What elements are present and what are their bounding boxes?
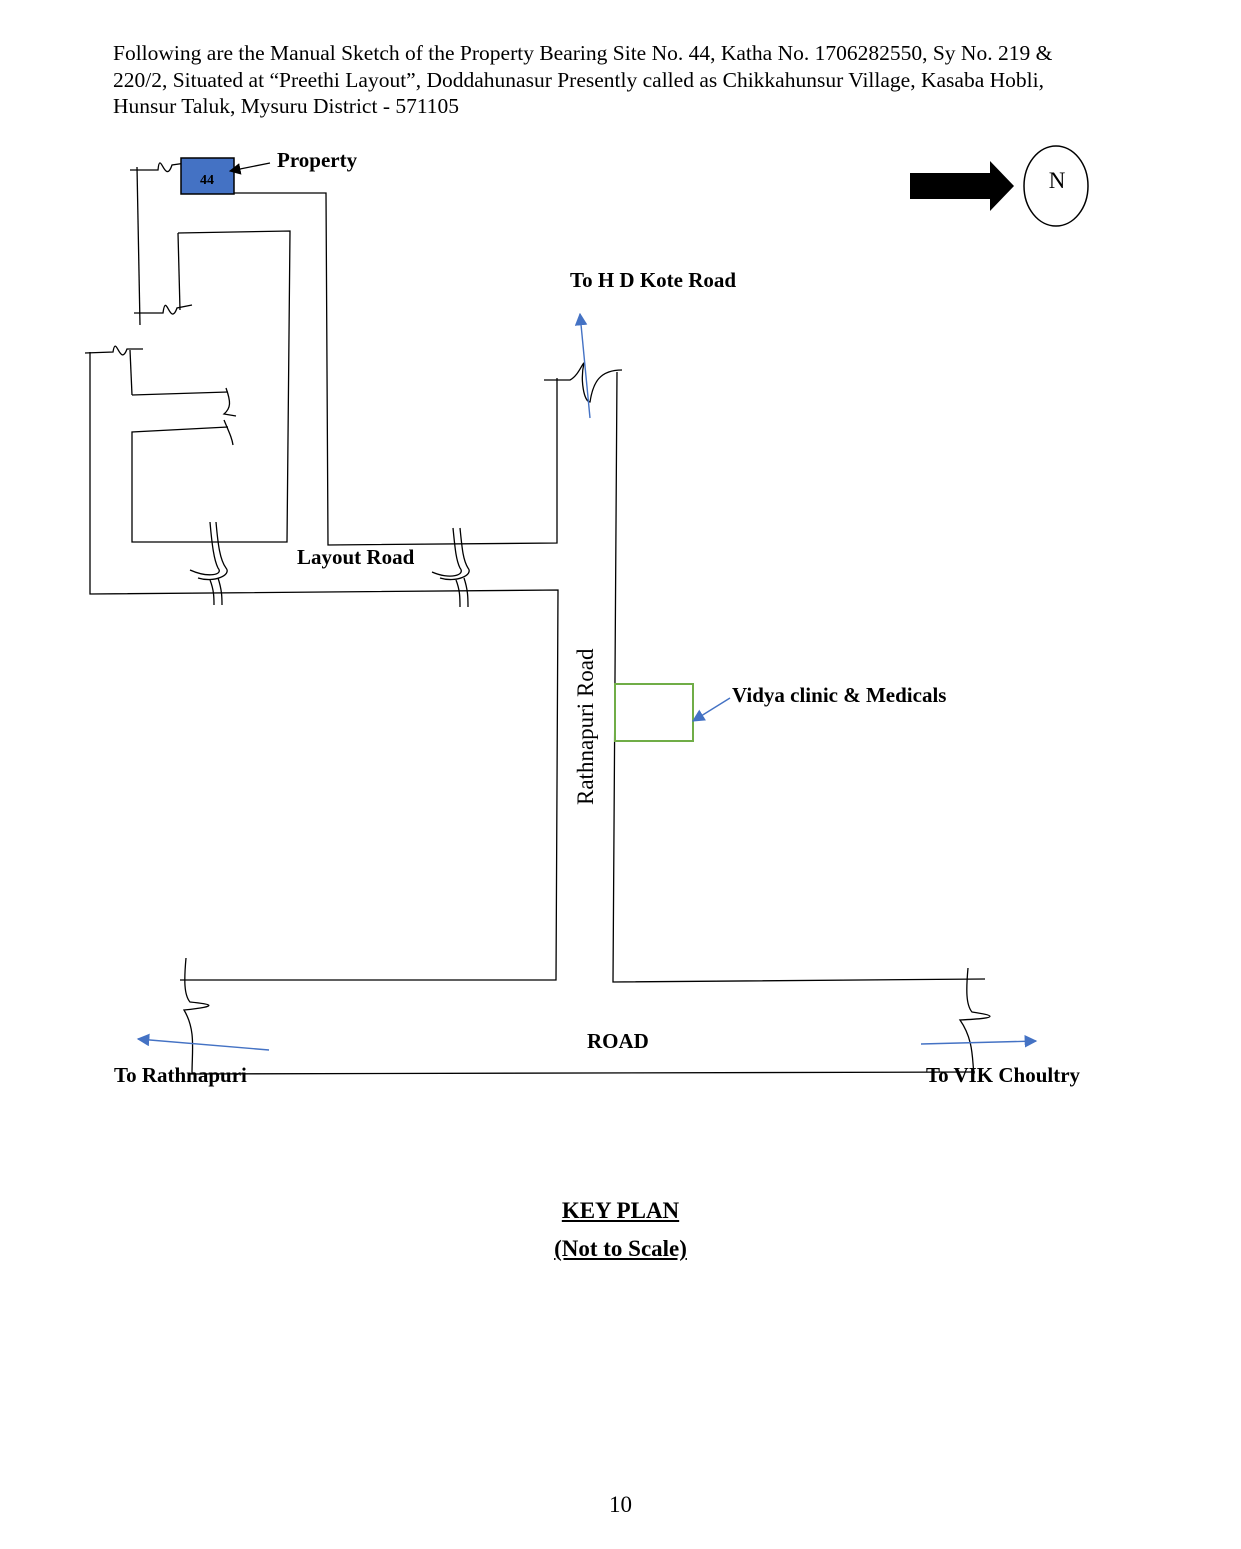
break-symbol (197, 521, 228, 581)
property-road-right-edge (234, 192, 558, 546)
road-label: ROAD (587, 1029, 649, 1053)
break-symbol (431, 527, 462, 577)
property-pointer-arrow (228, 162, 271, 175)
break-symbol (182, 957, 210, 1075)
to-rathnapuri-label: To Rathnapuri (114, 1063, 247, 1087)
clinic-pointer-arrow (691, 697, 731, 722)
break-symbol (189, 521, 220, 576)
break-symbol (439, 527, 470, 581)
break-symbol (134, 304, 193, 315)
break-symbol (958, 967, 991, 1075)
key-plan-title: KEY PLAN (561, 1198, 680, 1223)
break-symbol (223, 419, 234, 446)
break-symbol (84, 345, 143, 356)
layout-road-label: Layout Road (297, 545, 415, 569)
inner-block-mid (131, 391, 229, 396)
to-vik-label: To VIK Choultry (926, 1063, 1081, 1087)
rathnapuri-road-label: Rathnapuri Road (573, 648, 598, 805)
north-circle (1023, 145, 1089, 227)
break-symbol (455, 577, 469, 608)
to-hd-kote-label: To H D Kote Road (570, 268, 736, 292)
clinic-box (614, 683, 694, 742)
page-number: 10 (609, 1492, 632, 1517)
north-arrow-icon (910, 161, 1014, 211)
break-symbol (544, 361, 623, 403)
property-label: Property (277, 148, 358, 172)
break-symbol (130, 162, 187, 173)
to-hd-kote-arrow (574, 312, 591, 419)
intro-paragraph: Following are the Manual Sketch of the P… (113, 40, 1123, 120)
property-site-box (180, 157, 235, 195)
inner-block-mid-stub (129, 349, 133, 396)
to-vik-arrow (920, 1034, 1038, 1048)
intro-line-3: Hunsur Taluk, Mysuru District - 571105 (113, 94, 460, 118)
break-symbol (209, 577, 223, 606)
clinic-label: Vidya clinic & Medicals (732, 683, 946, 707)
to-rathnapuri-arrow (136, 1033, 270, 1051)
inner-block-upper (131, 230, 291, 543)
intro-line-2: 220/2, Situated at “Preethi Layout”, Dod… (113, 67, 1044, 92)
main-road-bottom-edge (189, 1071, 976, 1075)
inner-block-stub (177, 232, 181, 311)
site-number-label: 44 (200, 173, 214, 188)
north-label: N (1049, 168, 1066, 193)
key-plan-subtitle: (Not to Scale) (554, 1236, 687, 1261)
property-road-left-edge (136, 166, 141, 326)
intro-line-1: Following are the Manual Sketch of the P… (113, 41, 1053, 65)
outer-left-road (89, 352, 559, 981)
break-symbol (222, 387, 237, 417)
rathnapuri-road-right-edge (612, 371, 986, 983)
